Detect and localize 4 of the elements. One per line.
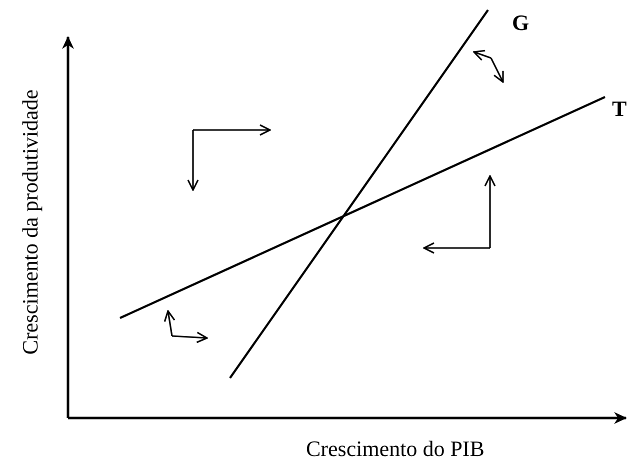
line-label: T <box>612 98 627 120</box>
line-label: G <box>512 12 530 34</box>
axis-title: Crescimento do PIB <box>306 438 484 460</box>
axis-title: Crescimento da produtividade <box>19 89 42 355</box>
